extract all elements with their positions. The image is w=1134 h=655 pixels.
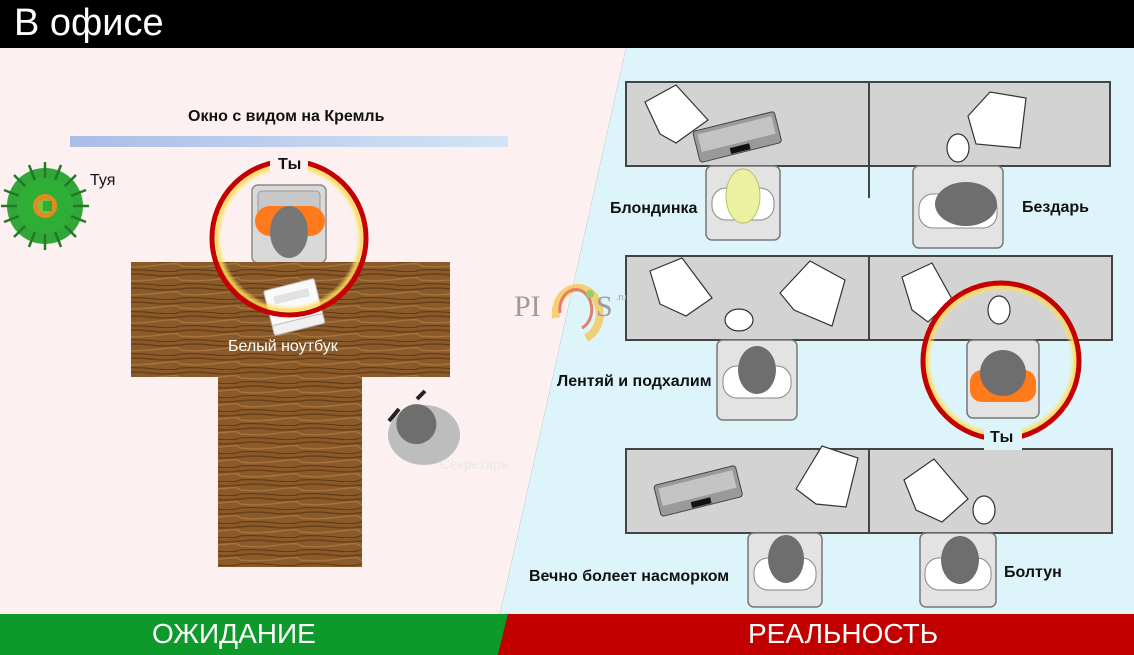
coworker-label-blonde: Блондинка bbox=[610, 200, 698, 217]
expectation-footer-label: ОЖИДАНИЕ bbox=[152, 618, 316, 649]
coworker-chair-lazy bbox=[716, 339, 798, 421]
pics-watermark-logo bbox=[551, 283, 604, 342]
watermark-suffix: .ru bbox=[616, 292, 627, 302]
paper-stacks bbox=[644, 84, 1027, 523]
kremlin-window bbox=[70, 136, 508, 147]
window-label: Окно с видом на Кремль bbox=[188, 108, 385, 125]
footer-bar: ОЖИДАНИЕ РЕАЛЬНОСТЬ bbox=[0, 614, 1134, 655]
coworker-chair-blonde bbox=[705, 165, 781, 241]
you-label-reality: Ты bbox=[990, 429, 1014, 446]
reality-footer-label: РЕАЛЬНОСТЬ bbox=[748, 618, 939, 649]
coworker-label-lazy: Лентяй и подхалим bbox=[557, 373, 712, 390]
coworker-label-incompetent: Бездарь bbox=[1022, 199, 1090, 216]
you-label-expectation: Ты bbox=[278, 156, 302, 173]
header-bar: В офисе bbox=[0, 0, 1134, 48]
coworker-chair-runny-nose bbox=[747, 532, 823, 608]
comparison-stage: Окно с видом на Кремль Ты Туя Белый ноут… bbox=[0, 48, 1134, 614]
secretary-icon bbox=[387, 389, 460, 465]
thuja-label: Туя bbox=[90, 172, 116, 189]
laptop-label: Белый ноутбук bbox=[228, 338, 338, 355]
keyboard-icon bbox=[653, 465, 743, 517]
coworker-label-runny-nose: Вечно болеет насморком bbox=[529, 568, 730, 585]
coworker-chair-incompetent bbox=[912, 165, 1004, 249]
office-illustration bbox=[0, 48, 1134, 614]
coworker-label-talker: Болтун bbox=[1004, 564, 1062, 581]
page-title: В офисе bbox=[14, 2, 164, 44]
secretary-label: Секретарь bbox=[440, 456, 509, 472]
footer-background bbox=[0, 614, 1134, 655]
boss-desk-leg bbox=[218, 377, 362, 567]
coworker-chair-talker bbox=[919, 532, 997, 608]
watermark-text-right: S bbox=[596, 290, 613, 323]
watermark-text-left: PI bbox=[514, 290, 541, 323]
keyboard-icon bbox=[692, 111, 782, 163]
thuja-plant-icon bbox=[1, 162, 89, 250]
